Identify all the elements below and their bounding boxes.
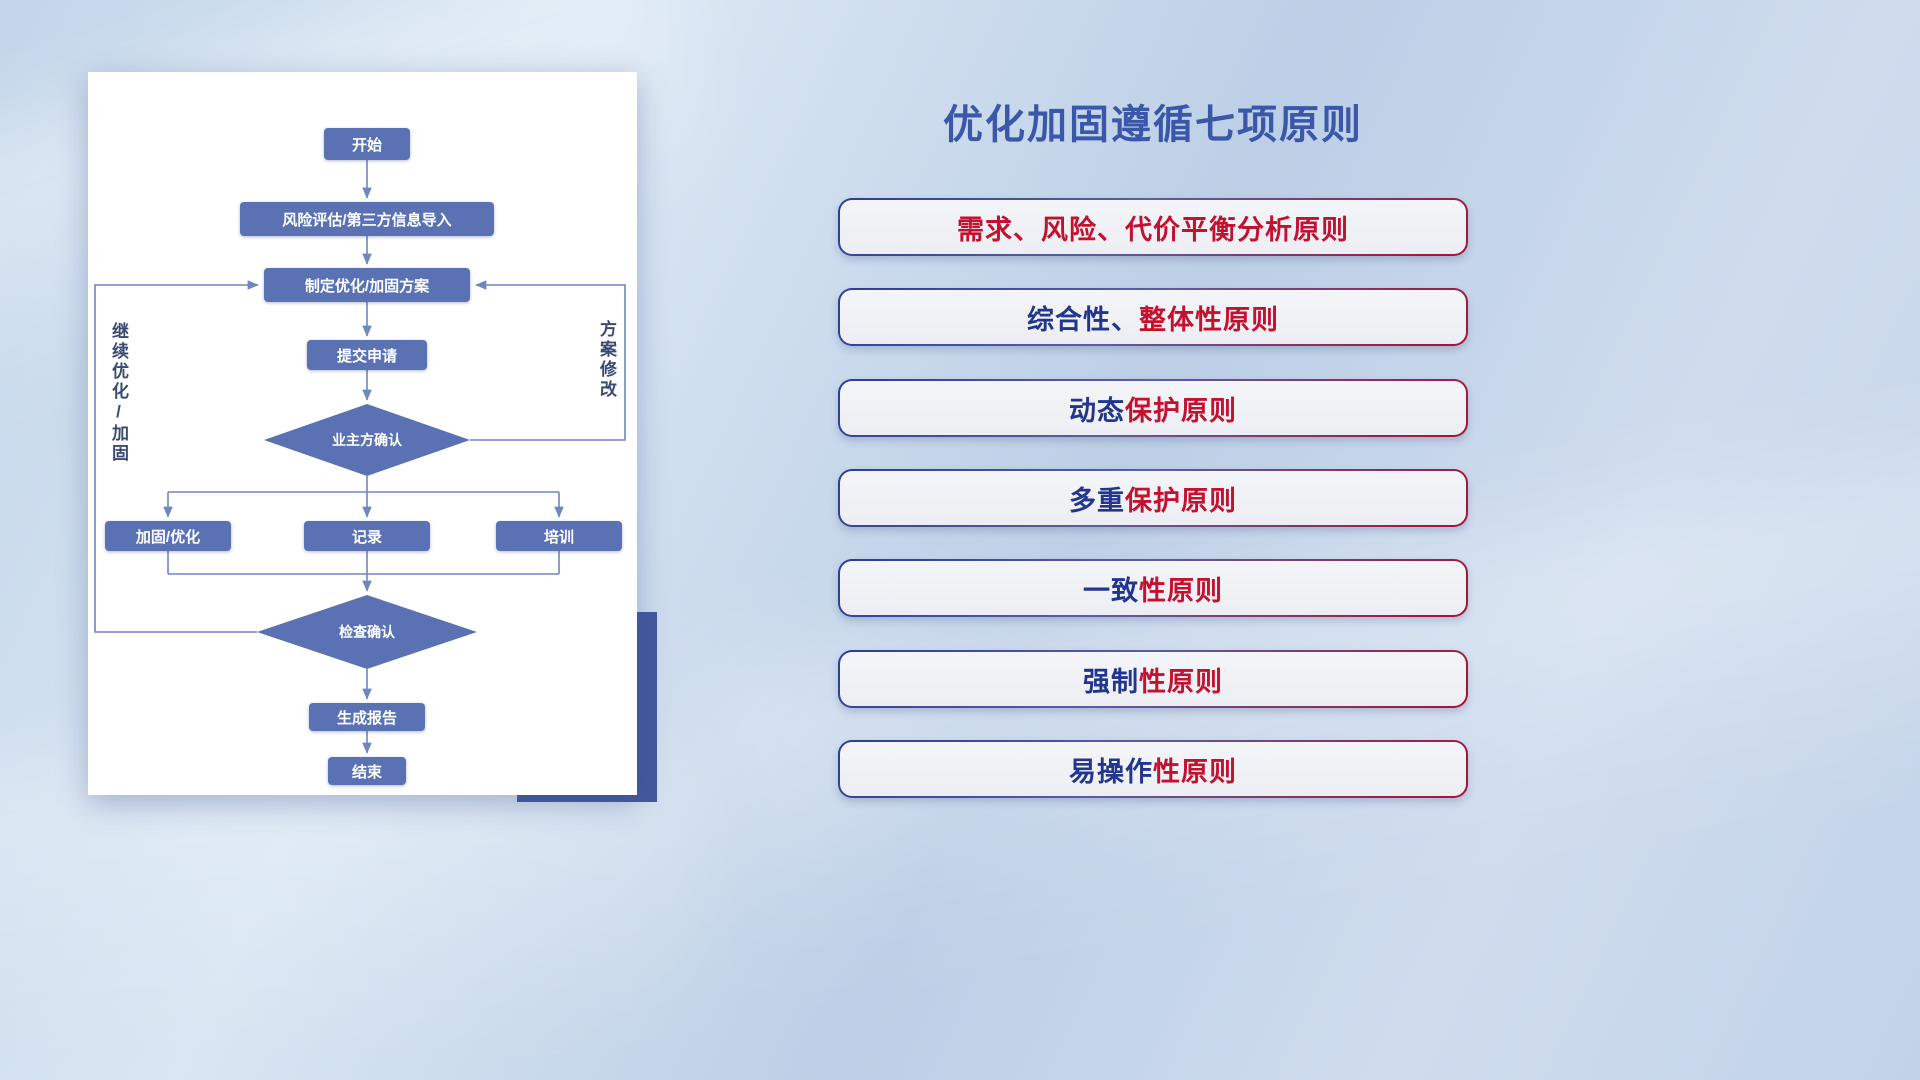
principle-box-1: 需求、风险、代价平衡分析原则 [838,198,1468,256]
principle-label: 一致性原则 [840,561,1466,615]
principle-label: 强制性原则 [840,652,1466,706]
principle-text-red: 性原则 [1139,575,1223,606]
principle-text-blue: 综合性、 [1027,304,1139,335]
principle-text-blue: 一致 [1083,575,1139,606]
flow-node-submit-application: 提交申请 [307,340,427,370]
principle-text-blue: 易操作 [1069,756,1153,787]
flow-label-plan-revision: 方案修改 [597,320,616,400]
principle-text-blue: 动态 [1069,395,1125,426]
flow-node-start: 开始 [324,128,410,160]
principle-label: 综合性、整体性原则 [840,290,1466,344]
principle-box-3: 动态保护原则 [838,379,1468,437]
principle-label: 需求、风险、代价平衡分析原则 [840,200,1466,254]
principle-text-red: 需求、风险、代价平衡分析原则 [957,214,1349,245]
flow-node-end: 结束 [328,757,406,785]
principle-box-4: 多重保护原则 [838,469,1468,527]
flow-node-generate-report: 生成报告 [309,703,425,731]
flow-label-continue-optimize: 继续优化/加固 [109,322,128,464]
flow-node-reinforce-optimize: 加固/优化 [105,521,231,551]
principle-text-red: 性原则 [1139,666,1223,697]
principle-label: 多重保护原则 [840,471,1466,525]
principle-text-red: 性原则 [1153,756,1237,787]
flow-node-record: 记录 [304,521,430,551]
principle-text-red: 保护原则 [1125,485,1237,516]
principle-label: 易操作性原则 [840,742,1466,796]
principle-text-blue: 多重 [1069,485,1125,516]
flowchart-card: 开始 风险评估/第三方信息导入 制定优化/加固方案 提交申请 业主方确认 加固/… [88,72,637,795]
flow-node-make-plan: 制定优化/加固方案 [264,268,470,302]
principle-text-red: 整体性原则 [1139,304,1279,335]
flow-node-training: 培训 [496,521,622,551]
principle-text-blue: 强制 [1083,666,1139,697]
principle-box-7: 易操作性原则 [838,740,1468,798]
principle-label: 动态保护原则 [840,381,1466,435]
principle-box-6: 强制性原则 [838,650,1468,708]
principle-text-red: 保护原则 [1125,395,1237,426]
page-title: 优化加固遵循七项原则 [943,103,1363,147]
background-light-streak [0,760,700,1060]
principle-box-5: 一致性原则 [838,559,1468,617]
flow-node-risk-assessment: 风险评估/第三方信息导入 [240,202,494,236]
flowchart-connectors [94,160,626,754]
principle-box-2: 综合性、整体性原则 [838,288,1468,346]
